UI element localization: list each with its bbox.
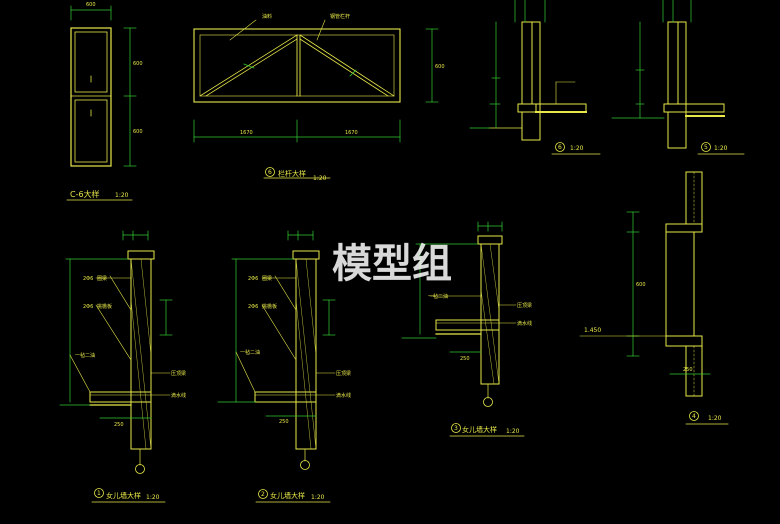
d4-number: 4 <box>692 413 696 420</box>
note-rebar-d1: 2Φ6 <box>83 276 93 282</box>
note-rail-d2: 挑檐板 <box>262 303 277 310</box>
detail-parapet-1 <box>59 230 173 503</box>
detail-c6 <box>66 5 137 201</box>
scale-d3: 1:20 <box>506 428 520 435</box>
note-water-d2: 滴水线 <box>336 392 351 399</box>
d6-number: 6 <box>558 144 562 151</box>
d2-number: 2 <box>261 491 265 498</box>
note-onetwo-d3: 一毡二油 <box>428 293 448 300</box>
detail-4-section <box>579 171 729 425</box>
note-steel: 钢管栏杆 <box>330 13 350 20</box>
d3-number: 3 <box>454 425 458 432</box>
note-rebar2-d2: 2Φ6 <box>248 304 258 310</box>
note-ring-d1: 圈梁 <box>97 275 107 282</box>
dim-d1-w: 250 <box>114 422 124 428</box>
dim-d3-w: 250 <box>460 356 470 362</box>
dim-c6-h1: 600 <box>133 61 143 67</box>
detail-railing <box>193 19 439 179</box>
d4-scale: 1:20 <box>708 415 722 422</box>
dim-d4-w: 250 <box>683 367 693 373</box>
dim-railing-h: 600 <box>435 64 445 70</box>
note-onetwo-d2: 一毡二油 <box>240 349 260 356</box>
note-rail2-d2: 压顶梁 <box>336 370 351 377</box>
title-d1: 女儿墙大样 <box>106 491 141 500</box>
scale-c6: 1:20 <box>115 192 129 199</box>
watermark: 模型组 <box>332 241 452 287</box>
note-water-d3: 滴水线 <box>517 320 532 327</box>
title-c6: C-6大样 <box>70 189 100 199</box>
scale-d1: 1:20 <box>146 494 160 501</box>
note-onetwo-d1: 一毡二油 <box>75 352 95 359</box>
dim-d4-h: 600 <box>636 282 646 288</box>
note-rail2-d1: 压顶梁 <box>171 370 186 377</box>
dim-c6-width: 600 <box>86 2 96 8</box>
d5-number: 5 <box>704 144 708 151</box>
title-d3: 女儿墙大样 <box>462 425 497 434</box>
elevation-label: 1.450 <box>584 327 601 334</box>
note-rebar-d2: 2Φ6 <box>248 276 258 282</box>
title-d2: 女儿墙大样 <box>270 491 305 500</box>
note-rail2-d3: 压顶梁 <box>517 302 532 309</box>
d6-scale: 1:20 <box>570 145 584 152</box>
note-water-d1: 滴水线 <box>171 392 186 399</box>
detail-small-6 <box>469 0 601 155</box>
note-rail-d1: 挑檐板 <box>97 303 112 310</box>
scale-railing: 1:20 <box>313 175 327 182</box>
note-ring-d2: 圈梁 <box>262 275 272 282</box>
note-paint: 油料 <box>262 13 272 20</box>
title-railing: 栏杆大样 <box>278 169 306 178</box>
d1-number: 1 <box>97 490 101 497</box>
dim-c6-h2: 600 <box>133 129 143 135</box>
note-rebar2-d1: 2Φ6 <box>83 304 93 310</box>
dim-railing-w1: 1670 <box>240 130 253 136</box>
detail-small-5 <box>611 0 745 155</box>
scale-d2: 1:20 <box>311 494 325 501</box>
dim-d2-w: 250 <box>279 419 289 425</box>
detail-parapet-3 <box>401 221 525 437</box>
detail-parapet-2 <box>217 230 336 503</box>
dim-railing-w2: 1670 <box>345 130 358 136</box>
railing-number: 6 <box>268 169 272 176</box>
d5-scale: 1:20 <box>714 145 728 152</box>
